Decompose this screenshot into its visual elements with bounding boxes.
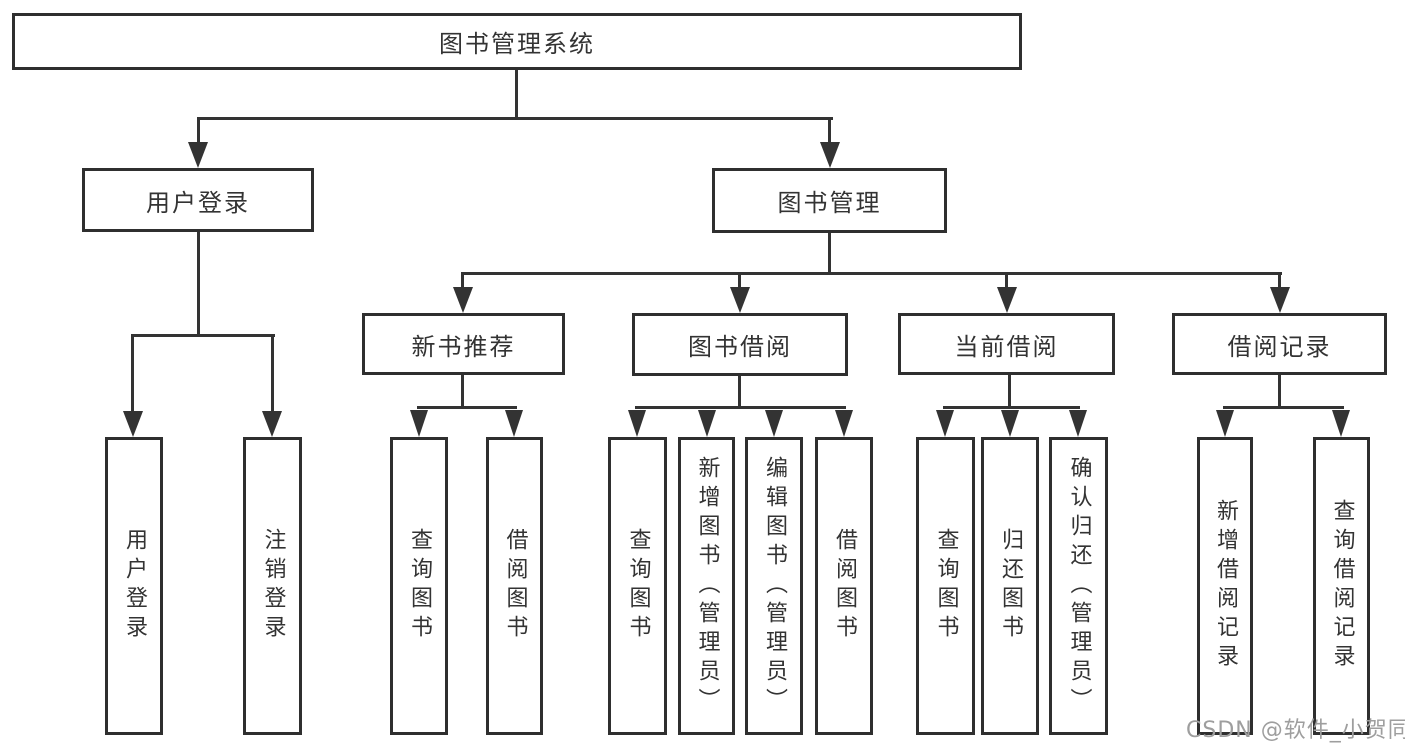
arrowhead-down-icon: [698, 410, 716, 437]
leaf-label: 查询图书: [407, 528, 432, 644]
connector-line: [461, 272, 464, 288]
leaf-return-books: 归还图书: [981, 437, 1039, 735]
watermark: CSDN @软件_小贺同学: [1186, 718, 1405, 743]
arrowhead-down-icon: [936, 410, 954, 437]
arrowhead-down-icon: [1332, 410, 1350, 437]
leaf-borrow-books-2: 借阅图书: [815, 437, 873, 735]
connector-line: [197, 232, 200, 336]
leaf-label: 新增借阅记录: [1213, 499, 1238, 673]
leaf-label: 借阅图书: [832, 528, 857, 644]
connector-line: [461, 272, 1282, 275]
leaf-borrow-books-1: 借阅图书: [486, 437, 543, 735]
connector-line: [1008, 375, 1011, 409]
arrowhead-down-icon: [453, 287, 473, 313]
node-book-borrow: 图书借阅: [632, 313, 848, 376]
leaf-label: 用户登录: [122, 528, 147, 644]
connector-line: [943, 406, 1080, 409]
arrowhead-down-icon: [1216, 410, 1234, 437]
connector-line: [635, 406, 846, 409]
leaf-query-books-2: 查询图书: [608, 437, 667, 735]
connector-line: [131, 334, 275, 337]
arrowhead-down-icon: [765, 410, 783, 437]
connector-line: [1223, 406, 1344, 409]
node-new-book-recommend: 新书推荐: [362, 313, 565, 375]
connector-line: [1005, 272, 1008, 288]
leaf-query-books-3: 查询图书: [916, 437, 975, 735]
arrowhead-down-icon: [123, 411, 143, 437]
node-root-system: 图书管理系统: [12, 13, 1022, 70]
connector-line: [461, 375, 464, 409]
leaf-label: 确认归还（管理员）: [1066, 455, 1092, 717]
leaf-query-borrow-record: 查询借阅记录: [1313, 437, 1370, 735]
arrowhead-down-icon: [1270, 287, 1290, 313]
leaf-label: 新增图书（管理员）: [694, 455, 720, 717]
arrowhead-down-icon: [835, 410, 853, 437]
connector-line: [738, 272, 741, 288]
connector-line: [828, 117, 831, 145]
leaf-add-borrow-record: 新增借阅记录: [1197, 437, 1253, 735]
leaf-label: 查询借阅记录: [1329, 499, 1355, 673]
leaf-label: 查询图书: [933, 528, 959, 644]
connector-line: [828, 233, 831, 275]
leaf-user-login: 用户登录: [105, 437, 163, 735]
leaf-add-books-admin: 新增图书（管理员）: [678, 437, 735, 735]
node-current-borrow: 当前借阅: [898, 313, 1115, 375]
connector-line: [738, 375, 741, 409]
connector-line: [515, 70, 518, 119]
leaf-label: 编辑图书（管理员）: [762, 455, 787, 717]
leaf-label: 归还图书: [998, 528, 1023, 644]
leaf-label: 借阅图书: [502, 528, 528, 644]
arrowhead-down-icon: [1001, 410, 1019, 437]
arrowhead-down-icon: [730, 287, 750, 313]
arrowhead-down-icon: [262, 411, 282, 437]
leaf-logout: 注销登录: [243, 437, 302, 735]
connector-line: [131, 334, 134, 412]
connector-line: [417, 406, 517, 409]
node-user-login: 用户登录: [82, 168, 314, 232]
arrowhead-down-icon: [820, 142, 840, 168]
leaf-confirm-return-admin: 确认归还（管理员）: [1049, 437, 1108, 735]
arrowhead-down-icon: [188, 142, 208, 168]
leaf-label: 注销登录: [260, 528, 286, 644]
connector-line: [197, 117, 200, 145]
connector-line: [1278, 272, 1281, 288]
arrowhead-down-icon: [1069, 410, 1087, 437]
leaf-label: 查询图书: [625, 528, 651, 644]
connector-line: [271, 334, 274, 412]
arrowhead-down-icon: [997, 287, 1017, 313]
arrowhead-down-icon: [410, 410, 428, 437]
leaf-edit-books-admin: 编辑图书（管理员）: [745, 437, 803, 735]
leaf-query-books-1: 查询图书: [390, 437, 448, 735]
connector-line: [197, 117, 833, 120]
node-borrow-records: 借阅记录: [1172, 313, 1387, 375]
node-book-management: 图书管理: [712, 168, 947, 233]
connector-line: [1278, 375, 1281, 409]
arrowhead-down-icon: [505, 410, 523, 437]
arrowhead-down-icon: [628, 410, 646, 437]
